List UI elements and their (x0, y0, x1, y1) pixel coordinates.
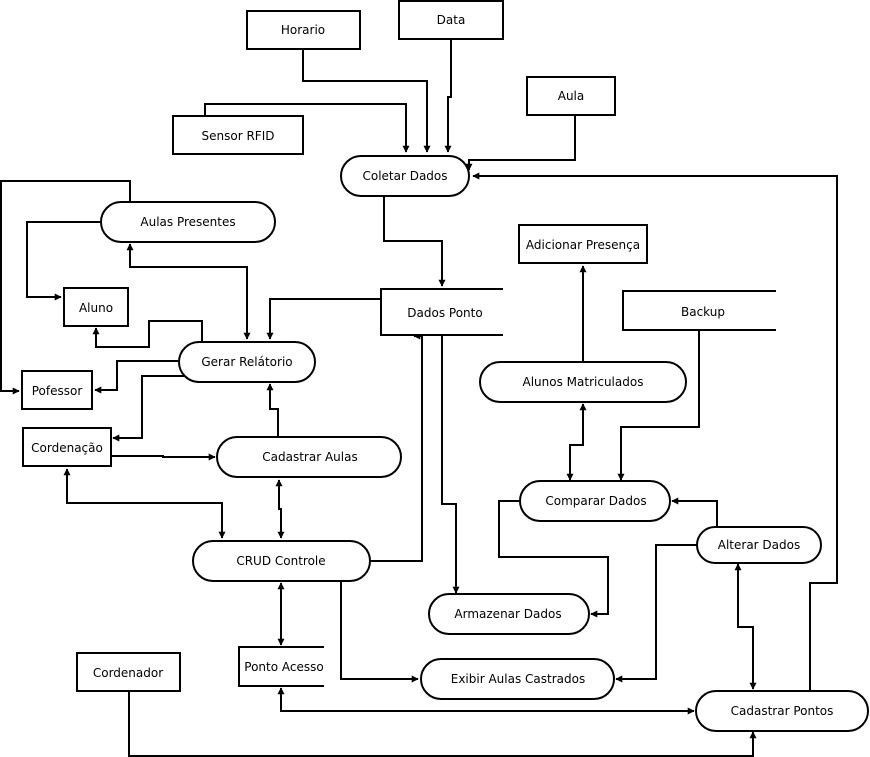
process-label: Gerar Relátorio (201, 355, 292, 369)
store-label: Dados Ponto (407, 306, 482, 320)
process-label: Cadastrar Aulas (262, 450, 357, 464)
flow-dadosponto-gerar (266, 298, 381, 340)
flow-gerar-cordenacao (112, 375, 184, 442)
store-dados-ponto[interactable]: Dados Ponto (380, 288, 503, 336)
flow-crud-exibir (340, 581, 419, 683)
entity-label: Cordenação (31, 441, 103, 455)
flows (0, 39, 838, 757)
entity-label: Sensor RFID (202, 129, 275, 143)
process-alunos-matriculados[interactable]: Alunos Matriculados (479, 361, 687, 403)
entity-cordenador[interactable]: Cordenador (76, 652, 181, 692)
store-label: Ponto Acesso (244, 660, 323, 674)
flow-gerar-aluno (92, 320, 203, 348)
process-label: Exibir Aulas Castrados (451, 672, 585, 686)
store-label: Backup (681, 305, 725, 319)
flow-sensor-coletar (204, 103, 410, 153)
entity-label: Cordenador (93, 666, 163, 680)
flow-cadastraraulas-gerar (266, 383, 279, 437)
entity-label: Aluno (79, 301, 113, 315)
flow-coletar-dadosponto (383, 196, 446, 287)
process-label: Cadastrar Pontos (731, 704, 834, 718)
flow-backup-comparar (617, 331, 700, 481)
entity-label: Adicionar Presença (526, 238, 640, 252)
flow-data-coletar (444, 39, 452, 153)
flow-alterar-comparar (671, 497, 718, 527)
process-aulas-presentes[interactable]: Aulas Presentes (100, 201, 276, 243)
process-crud-controle[interactable]: CRUD Controle (192, 540, 371, 582)
process-exibir-aulas-castrados[interactable]: Exibir Aulas Castrados (420, 658, 615, 700)
flow-aula-coletar (465, 115, 576, 171)
entity-horario[interactable]: Horario (246, 10, 361, 50)
process-alterar-dados[interactable]: Alterar Dados (696, 526, 822, 564)
process-cadastrar-aulas[interactable]: Cadastrar Aulas (216, 436, 402, 478)
flow-comparar-armazenar (498, 500, 609, 618)
flow-cadastraraulas-crud (275, 479, 285, 539)
entity-aluno[interactable]: Aluno (63, 287, 129, 327)
flow-alunos-comparar (566, 403, 587, 481)
process-label: Comparar Dados (545, 494, 646, 508)
flow-alterar-exibir (615, 544, 697, 683)
flow-cordenacao-cadastraraulas (111, 453, 216, 461)
store-backup[interactable]: Backup (622, 290, 776, 331)
flow-dadosponto-armazenar (441, 336, 460, 594)
flow-aulaspresentes-gerar (126, 243, 251, 340)
process-label: Aulas Presentes (140, 215, 235, 229)
entity-label: Horario (281, 23, 325, 37)
process-label: Alterar Dados (718, 538, 800, 552)
entity-cordenacao[interactable]: Cordenação (22, 427, 112, 467)
flow-alterar-cadastrarpontos (734, 563, 757, 690)
process-label: Alunos Matriculados (523, 375, 644, 389)
entity-sensor-rfid[interactable]: Sensor RFID (172, 115, 304, 155)
entity-label: Aula (558, 89, 585, 103)
entity-adicionar-presenca[interactable]: Adicionar Presença (518, 224, 648, 264)
store-ponto-acesso[interactable]: Ponto Acesso (238, 646, 324, 687)
entity-aula[interactable]: Aula (526, 76, 616, 116)
flow-aulaspresentes-aluno (26, 221, 101, 301)
flow-cadastrarpontos-coletar (472, 172, 838, 692)
process-cadastrar-pontos[interactable]: Cadastrar Pontos (695, 690, 869, 732)
process-gerar-relatorio[interactable]: Gerar Relátorio (178, 341, 316, 383)
entity-pofessor[interactable]: Pofessor (21, 370, 93, 410)
flow-cadastrarpontos-pontoacesso (277, 687, 695, 715)
flow-horario-coletar (302, 49, 431, 153)
flow-cordenacao-crud (63, 468, 226, 539)
process-coletar-dados[interactable]: Coletar Dados (340, 155, 470, 197)
entity-label: Data (437, 13, 466, 27)
process-label: CRUD Controle (236, 554, 325, 568)
flow-gerar-pofessor (94, 360, 180, 394)
process-label: Armazenar Dados (454, 607, 561, 621)
process-armazenar-dados[interactable]: Armazenar Dados (428, 593, 590, 635)
process-comparar-dados[interactable]: Comparar Dados (519, 480, 671, 522)
process-label: Coletar Dados (362, 169, 447, 183)
flow-cordenador-cadastrarpontos (128, 691, 757, 757)
entity-data[interactable]: Data (398, 0, 504, 40)
flow-aulaspresentes-pofessor (0, 180, 131, 395)
entity-label: Pofessor (32, 384, 83, 398)
